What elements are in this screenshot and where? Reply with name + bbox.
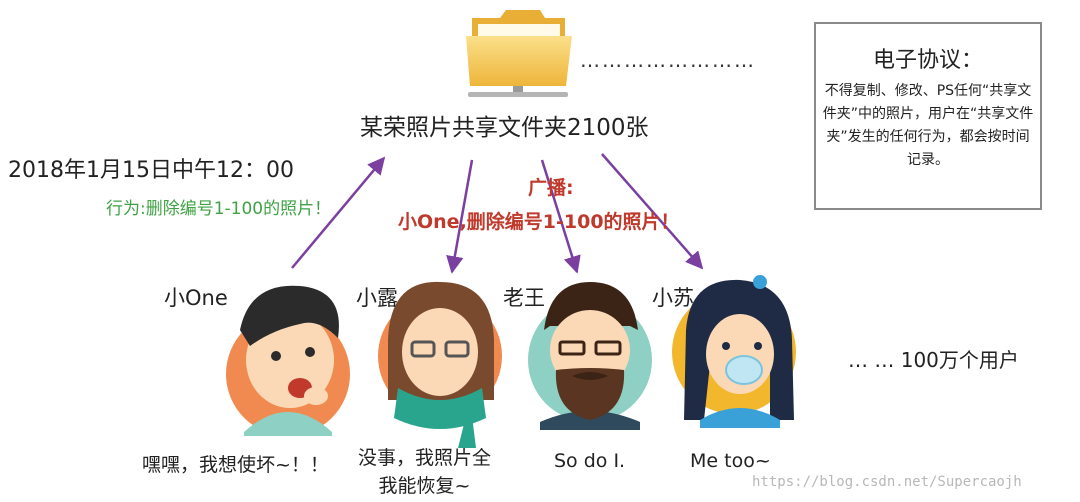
contract-title: 电子协议： (872, 48, 983, 73)
dotted-connector: …………………… (580, 48, 756, 72)
user-quote-xiaolu: 没事，我照片全 我能恢复~ (358, 444, 491, 500)
user-quote-xiaolu-line1: 没事，我照片全 (358, 447, 492, 469)
user-quote-xiaoone: 嘿嘿，我想使坏~！！ (142, 454, 329, 476)
user-name-xiaosu: 小苏 (652, 286, 694, 310)
folder-title: 某荣照片共享文件夹2100张 (360, 115, 649, 141)
event-time: 2018年1月15日中午12：00 (8, 158, 294, 183)
contract-box: 电子协议： 不得复制、修改、PS任何“共享文件夹”中的照片，用户在“共享文件夹”… (814, 22, 1042, 210)
user-name-xiaolu: 小露 (356, 286, 398, 310)
user-quote-laowang: So do I. (554, 450, 626, 472)
watermark: https://blog.csdn.net/Supercaojh (752, 474, 1022, 490)
more-users-label: … … 100万个用户 (848, 348, 1019, 372)
bearded-man-avatar-icon (528, 282, 652, 430)
broadcast-text: 小One,删除编号1-100的照片！ (398, 211, 680, 233)
broadcast-title: 广播: (528, 177, 574, 199)
contract-body: 不得复制、修改、PS任何“共享文件夹”中的照片，用户在“共享文件夹”发生的任何行… (822, 83, 1034, 168)
user-quote-xiaosu: Me too~ (690, 450, 771, 472)
user-quote-xiaolu-line2: 我能恢复~ (378, 475, 471, 497)
boy-avatar-icon (226, 285, 350, 436)
user-name-laowang: 老王 (503, 286, 545, 310)
event-action: 行为:删除编号1-100的照片！ (106, 199, 332, 219)
user-name-xiaoone: 小One (164, 286, 228, 310)
